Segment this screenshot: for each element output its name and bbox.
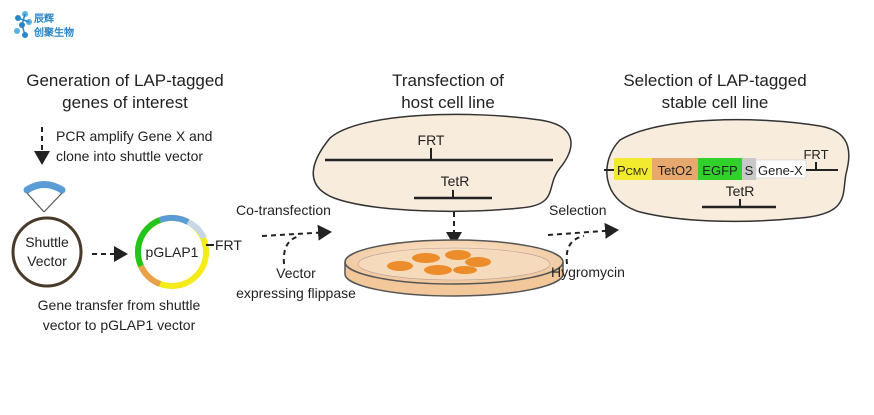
shuttle-vector-line1: Shuttle	[25, 234, 69, 250]
stage3-title-line2: stable cell line	[662, 93, 769, 112]
stage3-tetr-label: TetR	[726, 183, 755, 199]
stage1: Generation of LAP-tagged genes of intere…	[11, 71, 242, 333]
logo-line2: 创聚生物	[33, 26, 74, 39]
s-tag-box	[742, 158, 756, 180]
stage3: Selection of LAP-tagged stable cell line…	[547, 71, 850, 280]
pcmv-box	[614, 158, 652, 180]
egfp-label: EGFP	[702, 163, 737, 178]
pcmv-main: P	[617, 163, 626, 178]
stage2: Transfection of host cell line FRT TetR …	[236, 71, 572, 301]
stage1-step-line2: clone into shuttle vector	[56, 148, 203, 164]
gene-x-label: Gene-X	[758, 163, 803, 178]
stage1-caption-line1: Gene transfer from shuttle	[38, 297, 201, 313]
pcmv-sub: CMV	[626, 167, 649, 178]
s-tag-label: S	[745, 163, 754, 178]
cotransfection-arrow	[261, 224, 332, 241]
petri-dish	[344, 239, 564, 297]
host-cell-shape	[312, 113, 572, 213]
svg-text:PCMV: PCMV	[617, 163, 648, 178]
stage1-title-line1: Generation of LAP-tagged	[26, 71, 224, 90]
egfp-box	[698, 158, 742, 180]
host-tetr-label: TetR	[441, 173, 470, 189]
flippase-arrow	[282, 235, 301, 265]
insert-fragment-icon	[23, 181, 66, 213]
vector-line1: Vector	[276, 265, 316, 281]
stage1-caption-line2: vector to pGLAP1 vector	[43, 317, 196, 333]
construct-frt-label: FRT	[803, 147, 828, 162]
pglap1-plasmid	[134, 214, 209, 289]
cotransfection-label: Co-transfection	[236, 202, 331, 218]
lap-construct: PCMV TetO2 EGFP S Gene-X FRT	[604, 147, 838, 180]
pglap1-frt-label: FRT	[215, 237, 242, 253]
stage1-title-line2: genes of interest	[62, 93, 188, 112]
logo-line1: 辰辉	[34, 12, 54, 25]
stage1-step-line1: PCR amplify Gene X and	[56, 128, 212, 144]
pglap1-label: pGLAP1	[146, 244, 199, 260]
selection-label: Selection	[549, 202, 607, 218]
host-frt-label: FRT	[418, 132, 445, 148]
shuttle-vector-circle	[11, 216, 83, 288]
hygromycin-arrow	[565, 235, 585, 265]
stage2-title-line1: Transfection of	[392, 71, 504, 90]
selection-arrow	[547, 222, 619, 239]
stage2-title-line2: host cell line	[401, 93, 495, 112]
stage3-title-line1: Selection of LAP-tagged	[623, 71, 806, 90]
shuttle-vector-line2: Vector	[27, 253, 67, 269]
logo-dna-icon	[14, 11, 32, 38]
teto2-box	[652, 158, 698, 180]
company-logo: 辰辉 创聚生物	[14, 11, 74, 39]
teto2-label: TetO2	[658, 163, 693, 178]
vector-line2: expressing flippase	[236, 285, 356, 301]
hygromycin-label: Hygromycin	[551, 264, 625, 280]
